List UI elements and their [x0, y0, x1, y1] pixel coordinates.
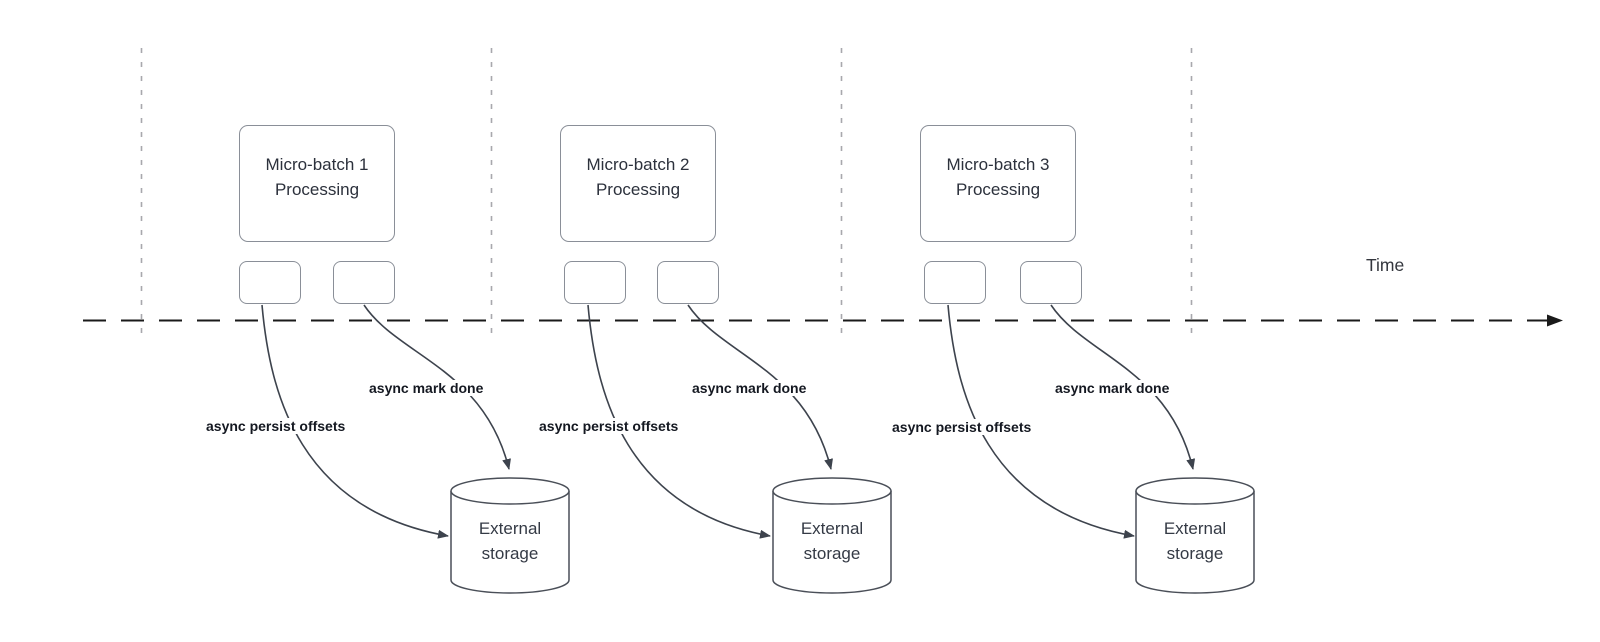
persist-offsets-label: async persist offsets [890, 419, 1034, 435]
persist-task-box-2 [564, 261, 626, 304]
storage-label: External storage [478, 519, 542, 563]
processing-box-1: Micro-batch 1 Processing [239, 125, 395, 242]
processing-box-label: Micro-batch 1 Processing [265, 154, 369, 199]
processing-box-3: Micro-batch 3 Processing [920, 125, 1076, 242]
persist-offsets-label: async persist offsets [537, 418, 681, 434]
persist-offsets-arrow [947, 304, 1135, 539]
mark-done-arrow [363, 304, 511, 470]
external-storage-cylinder [1135, 477, 1255, 594]
time-label: Time [1366, 255, 1405, 275]
storage-label: External storage [800, 519, 864, 563]
mark-done-task-box-2 [657, 261, 719, 304]
external-storage-cylinder [450, 477, 570, 594]
mark-done-task-box-3 [1020, 261, 1082, 304]
processing-box-2: Micro-batch 2 Processing [560, 125, 716, 242]
mark-done-label: async mark done [367, 380, 486, 396]
storage-label: External storage [1163, 519, 1227, 563]
mark-done-task-box-1 [333, 261, 395, 304]
mark-done-arrow [687, 304, 833, 470]
mark-done-label: async mark done [1053, 380, 1172, 396]
mark-done-label: async mark done [690, 380, 809, 396]
processing-box-label: Micro-batch 3 Processing [946, 154, 1050, 199]
persist-offsets-label: async persist offsets [204, 418, 348, 434]
mark-done-arrow [1050, 304, 1196, 470]
persist-task-box-1 [239, 261, 301, 304]
persist-task-box-3 [924, 261, 986, 304]
external-storage-cylinder [772, 477, 892, 594]
persist-offsets-arrow [587, 304, 771, 539]
persist-offsets-arrow [261, 304, 449, 539]
processing-box-label: Micro-batch 2 Processing [586, 154, 690, 199]
